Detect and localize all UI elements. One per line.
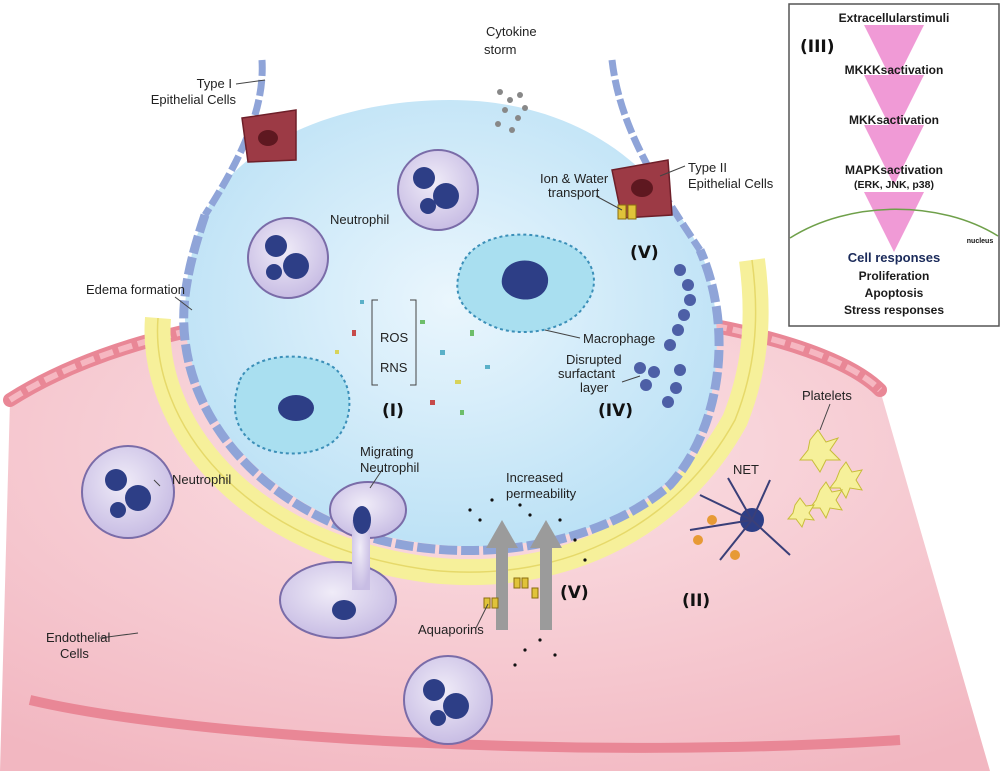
neutrophil-alveolus-1 [397,149,479,231]
roman-i: (I) [382,401,404,421]
aquaporin-channels [483,577,539,609]
nucleus-membrane [789,208,999,239]
label-macrophage: Macrophage [583,331,655,346]
type1-epithelial-cell [241,109,297,163]
pointer-lines [99,79,831,639]
label-endothelial-line2: Cells [60,646,89,661]
label-increased-line1: Increased [506,470,563,485]
cytokine-particles [495,89,528,133]
label-platelets: Platelets [802,388,852,403]
label-net: NET [733,462,759,477]
label-rns: RNS [380,360,408,375]
neutrophil-vessel-2 [403,655,493,745]
pathway-step-1: Extracellularstimuli [839,11,950,25]
label-cytokine-line2: storm [484,42,517,57]
pathway-step-4: MAPKsactivation [845,163,943,177]
label-ion-line1: Ion & Water [540,171,609,186]
ros-bracket-left [371,299,378,386]
roman-numerals: (I) (II) (IV) (V) (V) [382,243,710,611]
pathway-step-4-sub: (ERK, JNK, p38) [854,179,934,191]
roman-iv: (IV) [598,401,633,421]
permeability-dots [468,498,587,667]
label-migrating-line1: Migrating [360,444,413,459]
label-aquaporins: Aquaporins [418,622,484,637]
surfactant-dots [634,264,696,408]
mapk-pathway-box: Extracellularstimuli (III) MKKKsactivati… [788,3,1000,327]
label-disrupted-line1: Disrupted [566,352,622,367]
roman-v-bottom: (V) [560,583,589,603]
label-disrupted-line3: layer [580,380,609,395]
label-type2-line1: Type II [688,160,727,175]
label-edema: Edema formation [86,282,185,297]
migrating-neutrophil [279,481,407,639]
macrophage-1 [456,233,595,333]
text-labels: Type I Epithelial Cells Cytokine storm T… [46,24,852,661]
label-type1-line2: Epithelial Cells [151,92,237,107]
roman-iii: (III) [800,37,835,57]
ros-bracket-right [410,299,417,386]
label-disrupted-line2: surfactant [558,366,615,381]
pathway-step-2: MKKKsactivation [845,63,944,77]
label-type2-line2: Epithelial Cells [688,176,774,191]
roman-v-top: (V) [630,243,659,263]
nucleus-label: nucleus [967,238,994,245]
cell-responses-title: Cell responses [848,250,941,265]
roman-ii: (II) [682,591,710,611]
label-neutrophil-alveolus: Neutrophil [330,212,389,227]
label-ros: ROS [380,330,409,345]
net-structure [689,477,791,561]
neutrophil-vessel-1 [81,445,175,539]
response-2: Apoptosis [865,286,924,300]
neutrophil-alveolus-2 [247,217,329,299]
label-cytokine-line1: Cytokine [486,24,537,39]
macrophage-2 [233,355,351,455]
response-3: Stress responses [844,303,944,317]
label-ion-line2: transport [548,185,600,200]
permeability-arrows [486,520,562,630]
label-endothelial-line1: Endothelial [46,630,110,645]
label-type1-line1: Type I [197,76,232,91]
response-1: Proliferation [859,269,930,283]
pathway-step-3: MKKsactivation [849,113,939,127]
label-increased-line2: permeability [506,486,577,501]
type2-epithelial-cell [611,159,673,220]
label-neutrophil-vessel: Neutrophil [172,472,231,487]
ros-rns-particles [335,300,490,415]
label-migrating-line2: Neutrophil [360,460,419,475]
platelets [786,429,864,529]
